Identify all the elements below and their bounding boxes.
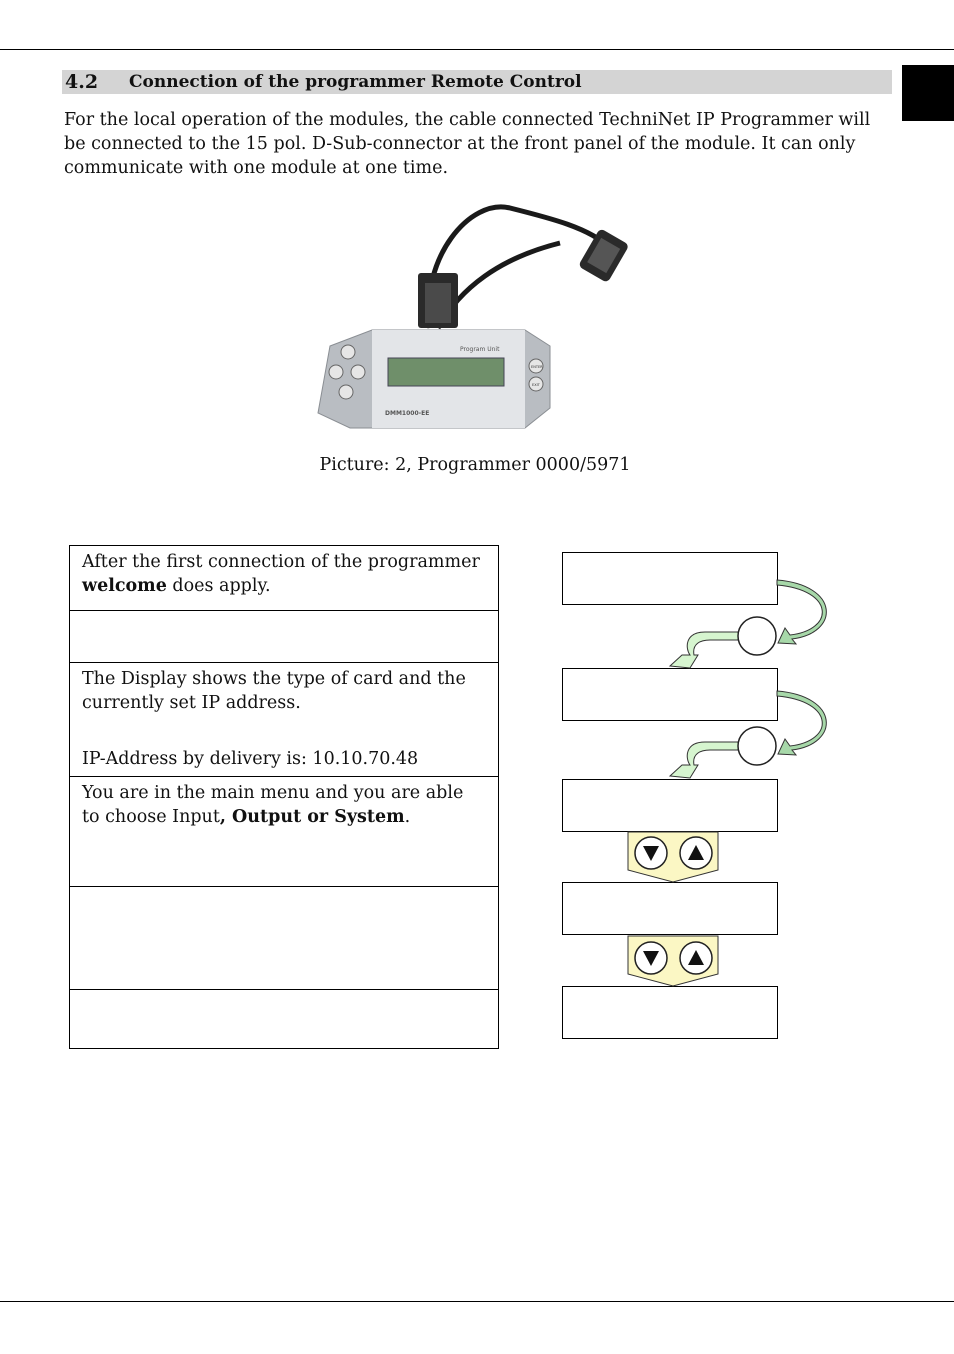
step-row [69,610,499,663]
intro-paragraph: For the local operation of the modules, … [64,110,871,178]
flow-diagram [627,579,827,987]
caption-text: Picture: 2, Programmer 0000/5971 [319,455,631,475]
header-rule [0,49,954,50]
nav-button-panel [627,935,719,987]
ip-address-text: IP-Address by delivery is: 10.10.70.48 [82,749,419,769]
step-bold-text: welcome [82,576,167,596]
footer-rule [0,1301,954,1302]
device-model-label: DMM1000-EE [385,410,429,417]
section-title: Connection of the programmer Remote Cont… [129,72,582,92]
step-text: . [404,807,411,827]
display-box [562,552,778,605]
down-arrow-button-icon [634,941,668,975]
programmer-photo: Program Unit DMM1000-EE ENTER EXIT [317,204,628,429]
step-row [69,989,499,1049]
section-heading: 4.2 Connection of the programmer Remote … [62,70,892,94]
step-cell: You are in the main menu and you are abl… [69,776,499,887]
nav-button-panel [627,831,719,883]
display-box [562,779,778,832]
curved-arrow-icon [668,690,827,779]
step-row [69,886,499,990]
up-arrow-button-icon [679,941,713,975]
display-box [562,986,778,1039]
step-cell [69,989,499,1049]
enter-button-label: ENTER [531,365,543,369]
step-row: You are in the main menu and you are abl… [69,776,499,887]
down-arrow-button-icon [634,836,668,870]
step-cell [69,886,499,990]
step-text: The Display shows the type of card and t… [82,669,466,713]
display-box [562,882,778,935]
step-cell: The Display shows the type of card and t… [69,662,499,777]
step-text: After the first connection of the progra… [82,552,480,572]
step-cell: After the first connection of the progra… [69,545,499,611]
step-cell [69,610,499,663]
step-bold-text: , Output or System [219,807,405,827]
curved-arrow-icon [668,579,827,669]
step-text: does apply. [166,576,271,596]
step-text: You are in the main menu and you are abl… [82,783,464,827]
step-row: After the first connection of the progra… [69,545,499,611]
figure-caption: Picture: 2, Programmer 0000/5971 [0,455,954,475]
section-number: 4.2 [65,71,99,93]
steps-table: After the first connection of the progra… [69,545,499,1049]
step-row: The Display shows the type of card and t… [69,662,499,777]
device-screen-label: Program Unit [460,346,500,353]
exit-button-label: EXIT [532,383,541,387]
up-arrow-button-icon [679,836,713,870]
chapter-tab-marker [902,65,954,121]
